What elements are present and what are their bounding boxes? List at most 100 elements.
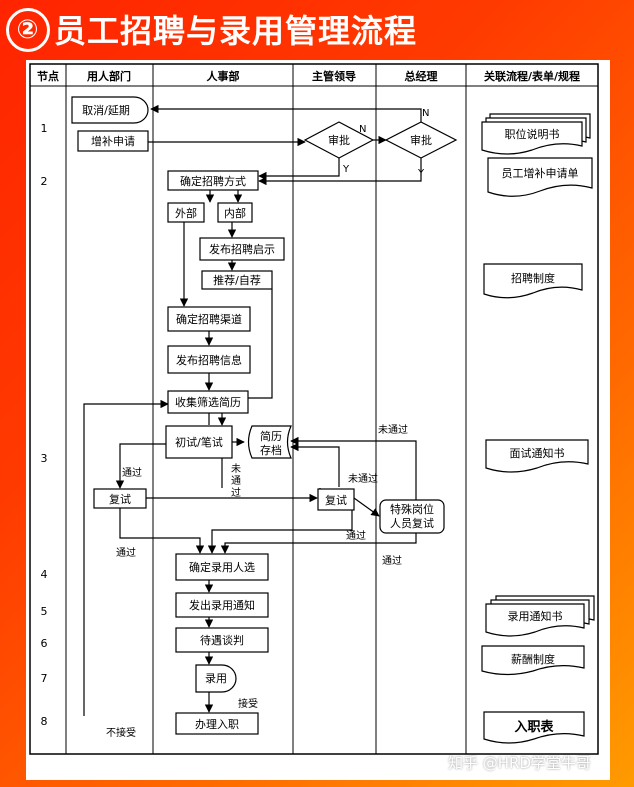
recommend-box [201, 270, 273, 290]
edge-label-fail-vertical: 未 [231, 463, 241, 475]
header-hiring-dept: 用人部门 [87, 69, 131, 83]
document-labels: 职位说明书 员工增补申请单 招聘制度 面试通知书 录用通知书 薪酬制度 入职表 [502, 127, 579, 735]
edge-label-pass: 通过 [346, 529, 366, 542]
determine-method-label: 确定招聘方式 [180, 174, 246, 188]
internal-box [217, 202, 253, 223]
hire-label: 录用 [205, 672, 227, 685]
doc-label: 招聘制度 [511, 271, 555, 285]
external-box [167, 202, 205, 223]
salary-talk-label: 待遇谈判 [200, 633, 244, 647]
edge-label-fail-vertical: 过 [231, 486, 241, 499]
doc-label: 员工增补申请单 [502, 166, 579, 180]
hire-box [195, 664, 237, 693]
edge-label-fail: 未通过 [378, 423, 408, 436]
determine-hire-box [175, 553, 269, 581]
doc-label: 入职表 [514, 719, 554, 735]
screen-box [167, 390, 249, 414]
title-number-badge: ② [6, 8, 50, 52]
doc-label: 薪酬制度 [511, 652, 555, 666]
flowchart: 节点 用人部门 人事部 主管领导 总经理 关联流程/表单/规程 1 2 3 4 … [29, 63, 599, 755]
header-supervisor: 主管领导 [312, 69, 356, 83]
watermark: 知乎 @HRD学堂牛哥 [448, 754, 592, 772]
doc-onboarding-form [483, 711, 585, 744]
edge-label-n: N [359, 124, 366, 135]
first-test-label: 初试/笔试 [175, 435, 223, 449]
manager-approval-diamond [303, 121, 375, 159]
doc-interview-notice [485, 439, 589, 473]
retest-dept-label: 复试 [109, 492, 131, 506]
edge-label-pass: 通过 [116, 546, 136, 559]
node-number: 7 [41, 672, 48, 685]
node-number: 5 [41, 605, 48, 618]
edge-label-n: N [422, 108, 429, 119]
request-label: 增补申请 [91, 134, 135, 148]
edge-label-fail-vertical: 通 [231, 475, 241, 487]
doc-job-description [481, 121, 583, 155]
edge-label-pass: 通过 [122, 466, 142, 479]
determine-hire-label: 确定录用人选 [189, 560, 255, 574]
cancel-delay-label: 取消/延期 [82, 103, 130, 117]
special-retest-label: 人员复试 [390, 516, 434, 530]
gm-approval-label: 审批 [410, 133, 432, 147]
edge-label-pass: 通过 [382, 554, 402, 567]
channel-label: 确定招聘渠道 [176, 312, 242, 326]
process-labels: 取消/延期 增补申请 审批 审批 确定招聘方式 外部 内部 发布招聘启示 推荐/… [82, 103, 434, 731]
external-label: 外部 [175, 206, 197, 220]
special-retest-label: 特殊岗位 [390, 502, 434, 516]
flow-arrows [83, 104, 422, 716]
internal-label: 内部 [224, 206, 246, 220]
offer-box [175, 592, 269, 618]
retest-manager-box [317, 488, 355, 511]
publish-info-box [167, 345, 251, 374]
first-test-box [165, 425, 233, 459]
determine-method-box [167, 170, 259, 191]
doc-salary-policy [481, 645, 585, 676]
offer-label: 发出录用通知 [189, 598, 255, 612]
gm-approval-diamond [384, 121, 458, 159]
special-retest-box [379, 499, 445, 534]
edge-label-y: Y [417, 168, 425, 179]
node-number: 4 [41, 568, 48, 581]
document-shapes [481, 113, 595, 744]
edge-labels: N N Y Y 通过 未 通 过 未通过 未通过 通过 通过 通过 接受 不接受 [106, 108, 429, 739]
resume-archive-label: 简历 [260, 429, 282, 443]
onboard-label: 办理入职 [195, 718, 239, 731]
doc-recruitment-policy [483, 263, 583, 299]
process-shapes [71, 96, 458, 735]
header-node: 节点 [37, 69, 59, 83]
resume-archive-label: 存档 [260, 443, 282, 457]
publish-internal-label: 发布招聘启示 [209, 242, 275, 256]
node-number: 8 [41, 715, 48, 728]
retest-manager-label: 复试 [325, 493, 347, 507]
request-box [77, 130, 149, 152]
header-general-manager: 总经理 [405, 69, 438, 83]
swimlane-grid [29, 63, 599, 755]
node-number: 6 [41, 637, 48, 650]
salary-talk-box [175, 627, 269, 653]
header-related-docs: 关联流程/表单/规程 [484, 69, 580, 83]
edge-label-accept: 接受 [238, 697, 258, 710]
publish-info-label: 发布招聘信息 [176, 353, 242, 367]
node-number: 2 [41, 175, 48, 188]
edge-label-not-accept: 不接受 [106, 726, 136, 739]
flowchart-panel: 节点 用人部门 人事部 主管领导 总经理 关联流程/表单/规程 1 2 3 4 … [26, 60, 610, 780]
edge-label-fail: 未通过 [348, 472, 378, 485]
onboard-box [175, 712, 259, 735]
channel-box [167, 306, 251, 332]
doc-label: 职位说明书 [505, 127, 560, 141]
doc-label: 录用通知书 [508, 609, 563, 623]
doc-offer-letter [485, 603, 585, 637]
header-hr-dept: 人事部 [207, 69, 240, 83]
cancel-delay-box [71, 96, 149, 124]
node-numbers: 1 2 3 4 5 6 7 8 [41, 122, 48, 728]
edge-label-y: Y [342, 164, 350, 175]
doc-label: 面试通知书 [510, 446, 565, 460]
manager-approval-label: 审批 [328, 133, 350, 147]
resume-archive-shape [247, 425, 292, 459]
retest-dept-box [93, 488, 147, 509]
column-headers: 节点 用人部门 人事部 主管领导 总经理 关联流程/表单/规程 [37, 69, 580, 83]
publish-internal-box [199, 237, 285, 261]
title-text: 员工招聘与录用管理流程 [54, 12, 418, 50]
doc-staff-request-form [487, 157, 593, 197]
